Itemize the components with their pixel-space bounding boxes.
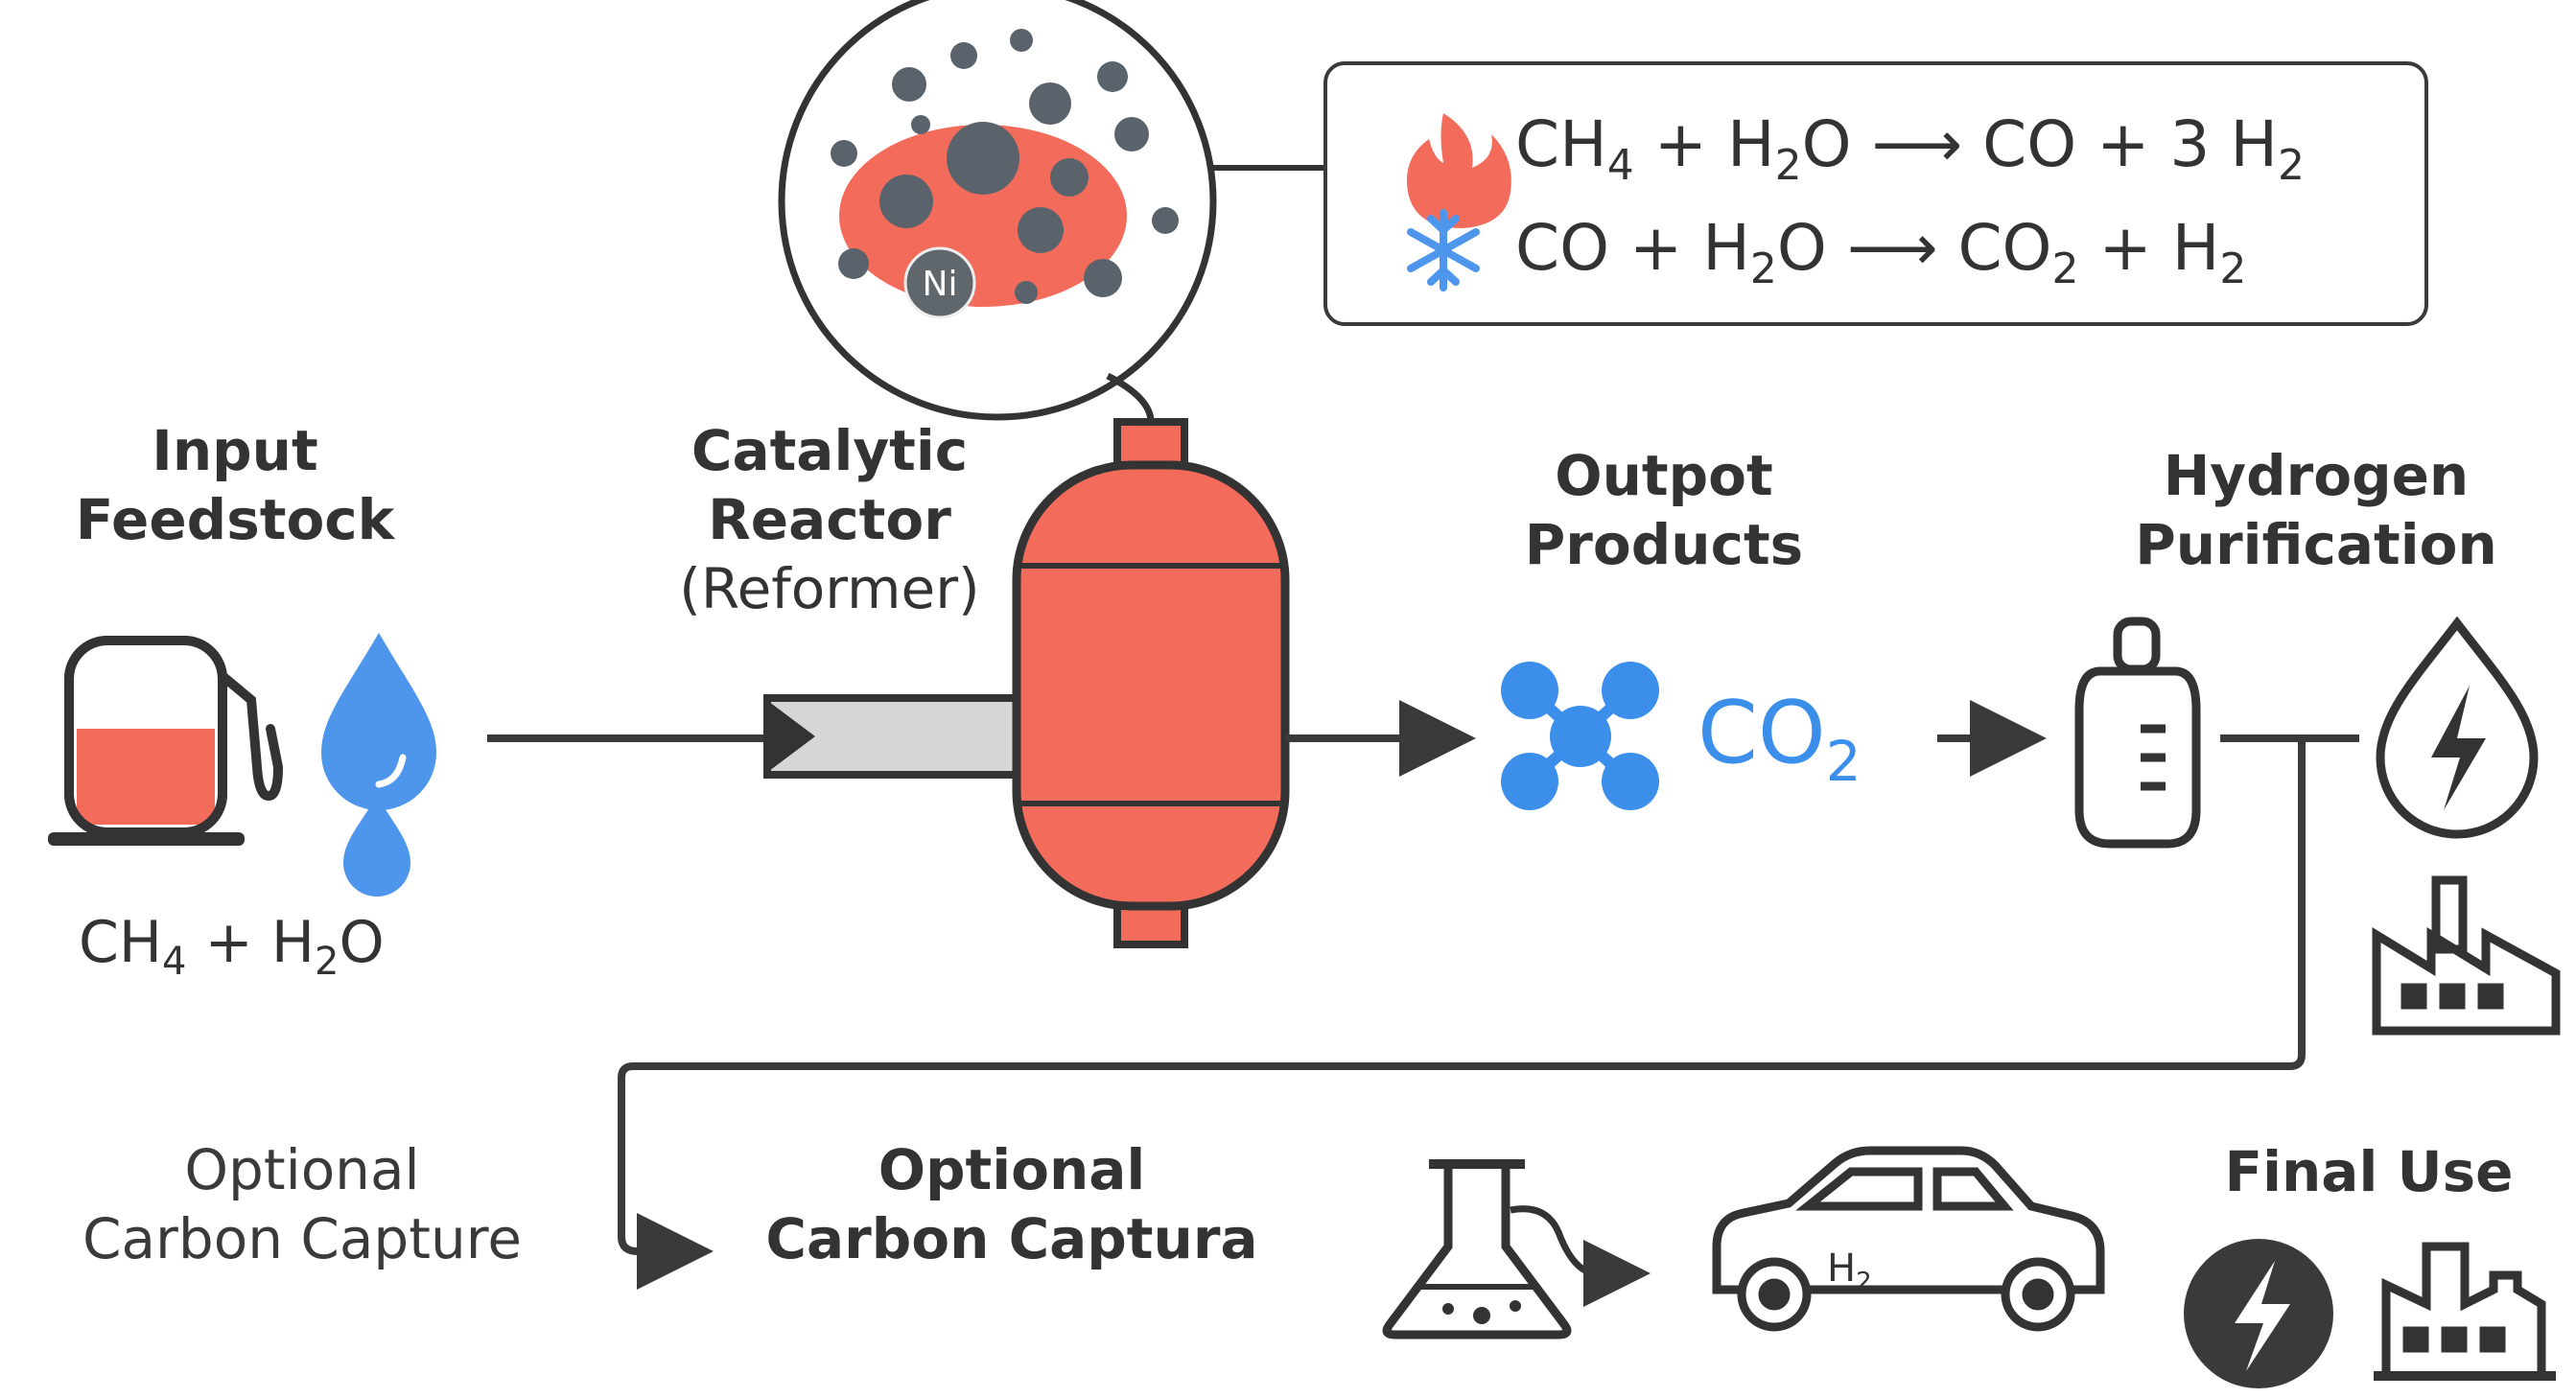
flame-icon xyxy=(1406,113,1511,228)
factory-icon-final xyxy=(2374,1242,2556,1381)
hydrogen-purification-label: Hydrogen Purification xyxy=(2135,443,2497,577)
molecule-icon xyxy=(1501,662,1659,810)
hydrogen-tank-icon xyxy=(2074,617,2201,849)
energy-drop-icon xyxy=(2376,616,2539,839)
hot-reaction-equation: CH4 + H2O ⟶ CO + 3 H2 xyxy=(1515,107,2306,191)
output-products-label: Outpot Products xyxy=(1524,443,1804,577)
flask-icon xyxy=(1382,1159,1651,1340)
feed-formula: CH4 + H2O xyxy=(79,909,385,984)
ni-label: Ni xyxy=(923,265,958,304)
reactor-inlet-pipe xyxy=(763,694,1020,779)
cold-reaction-equation: CO + H2O ⟶ CO2 + H2 xyxy=(1515,211,2247,294)
co2-label: CO2 xyxy=(1698,683,1862,794)
input-feedstock-label: Input Feedstock xyxy=(75,418,395,552)
catalytic-reactor-label: Catalytic Reactor (Reformer) xyxy=(679,418,980,621)
catalyst-magnifier: Ni xyxy=(778,0,1323,423)
carbon-capture-left-label: Optional Carbon Capture xyxy=(82,1137,522,1271)
factory-icon xyxy=(2372,875,2561,1036)
carbon-capture-right-label: Optional Carbon Captura xyxy=(765,1137,1258,1271)
car-h2-label: H2 xyxy=(1827,1247,1872,1296)
snowflake-icon xyxy=(1407,209,1480,291)
lightning-icon xyxy=(2184,1239,2333,1388)
reactor-vessel-icon xyxy=(1012,418,1290,948)
final-use-label: Final Use xyxy=(2224,1139,2514,1204)
catalyst-particles xyxy=(831,29,1179,319)
water-drop-icon xyxy=(321,633,436,897)
reaction-equations-box xyxy=(1323,61,2428,326)
car-icon xyxy=(1712,1146,2105,1332)
ni-particle xyxy=(903,246,976,319)
purification-flow-line xyxy=(618,734,2359,1290)
fuel-pump-icon xyxy=(48,636,284,846)
